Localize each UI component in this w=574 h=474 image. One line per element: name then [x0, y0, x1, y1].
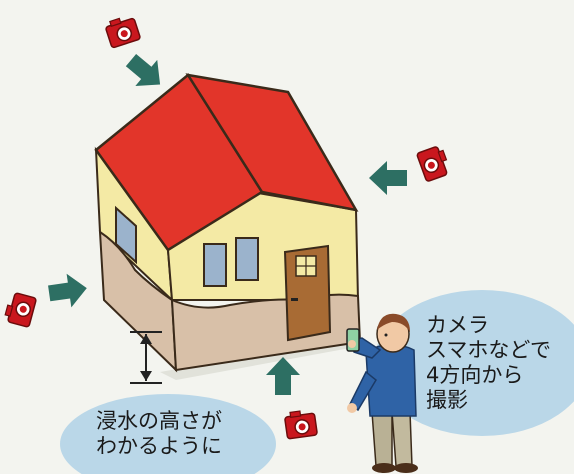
- height-instruction-line: わかるように: [96, 434, 222, 458]
- photo-instruction-line: カメラ: [426, 313, 489, 337]
- camera-icon: [2, 290, 38, 329]
- person-with-smartphone: [346, 313, 418, 473]
- height-indicator-icon: [130, 331, 162, 384]
- photo-instruction-line: 撮影: [426, 388, 468, 412]
- arrow-icon: [266, 357, 300, 395]
- camera-icon: [283, 408, 319, 440]
- camera-icon: [103, 13, 142, 49]
- photo-instruction-line: 4方向から: [426, 363, 524, 387]
- speech-bubble-photo: [374, 290, 574, 436]
- height-instruction-text: 浸水の高さが わかるように: [96, 409, 266, 459]
- arrow-icon: [120, 47, 172, 98]
- height-instruction-line: 浸水の高さが: [96, 409, 222, 433]
- speech-bubble-height: [60, 394, 276, 474]
- arrow-icon: [46, 271, 90, 311]
- photo-instruction-text: カメラ スマホなどで 4方向から 撮影: [426, 313, 574, 413]
- house-illustration: [94, 73, 362, 373]
- arrow-icon: [369, 161, 407, 195]
- camera-icon: [415, 144, 452, 183]
- photo-instruction-line: スマホなどで: [426, 338, 551, 362]
